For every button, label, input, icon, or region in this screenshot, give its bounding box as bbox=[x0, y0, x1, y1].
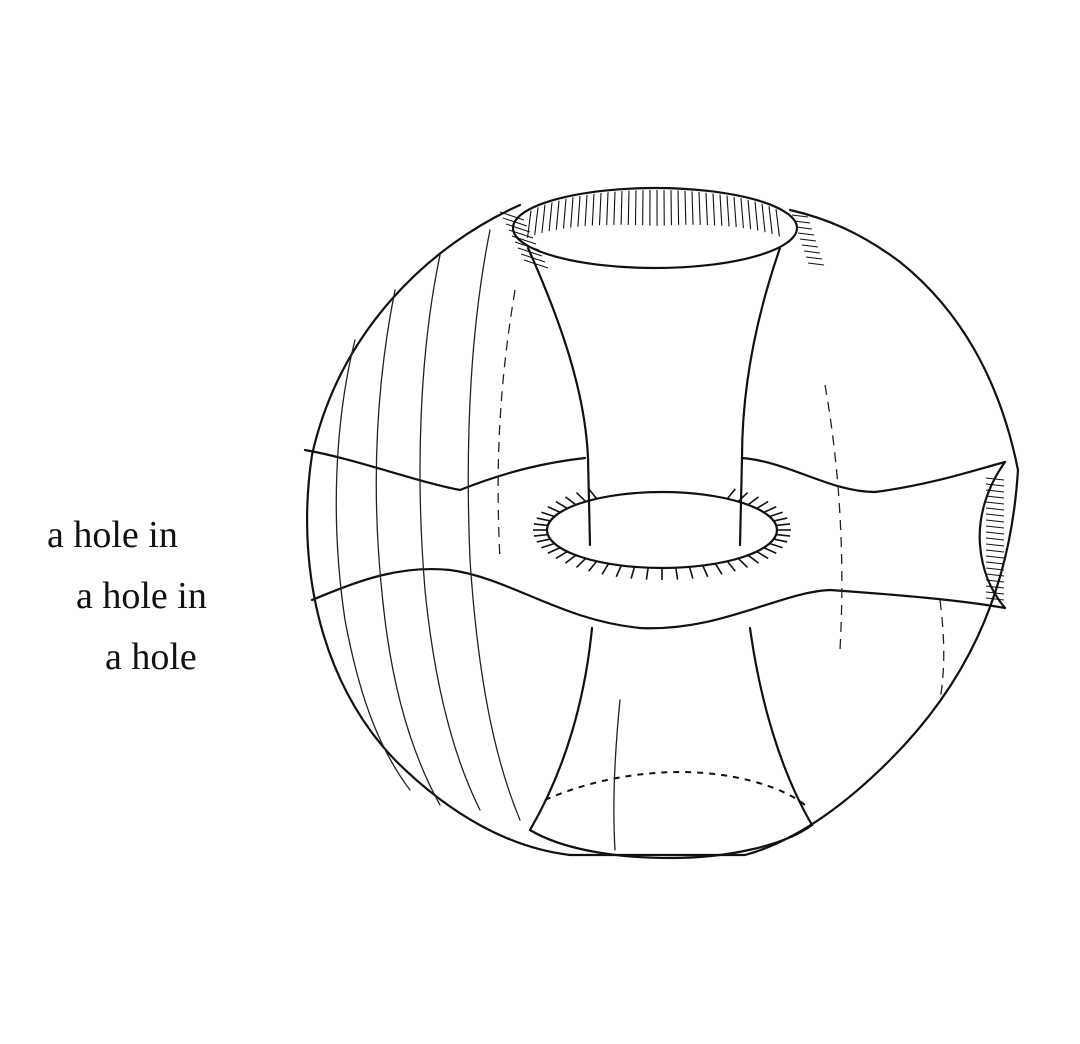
band-upper-left bbox=[303, 448, 587, 492]
band-upper-right bbox=[740, 456, 1007, 494]
sphere-outline bbox=[306, 203, 1020, 857]
right-tube-end bbox=[978, 460, 1007, 610]
tube-right-wall-lower bbox=[748, 626, 814, 827]
caption-line-2: a hole in bbox=[76, 575, 207, 617]
inner-ring-hatching bbox=[533, 488, 791, 580]
inner-ring-hole bbox=[545, 490, 779, 570]
right-tube-end-hatching bbox=[985, 477, 1005, 601]
tube-left-wall-upper bbox=[526, 246, 590, 460]
top-hole-rim bbox=[511, 186, 799, 270]
tube-left-wall-lower bbox=[528, 626, 594, 832]
bottom-hole-far-rim bbox=[544, 770, 806, 806]
caption-line-1: a hole in bbox=[47, 514, 178, 556]
bottom-hole-near-rim bbox=[528, 823, 814, 860]
tube-right-wall-upper bbox=[740, 246, 782, 460]
top-hole-hatching bbox=[526, 190, 780, 238]
caption-line-3: a hole bbox=[105, 636, 197, 678]
band-lower bbox=[310, 567, 1007, 630]
sphere-top-shading bbox=[499, 211, 825, 269]
